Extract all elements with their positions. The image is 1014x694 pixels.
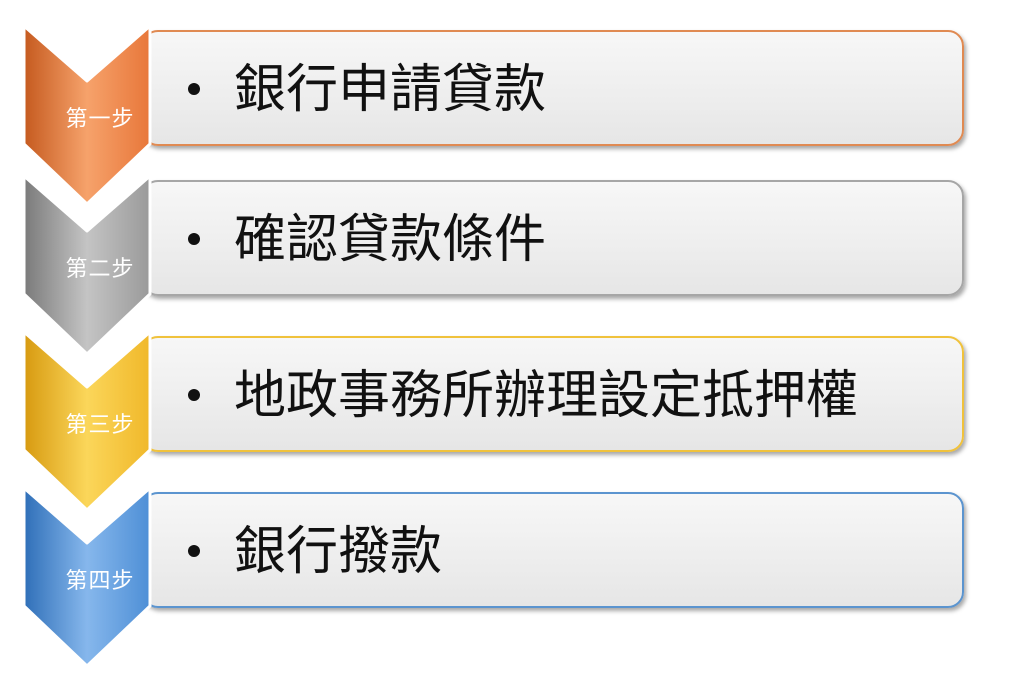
step-2-text: 確認貸款條件 <box>234 210 547 270</box>
step-4-text: 銀行撥款 <box>234 522 443 582</box>
step-2-box: 確認貸款條件 <box>142 180 964 296</box>
step-4-item: 銀行撥款 <box>188 522 442 582</box>
step-1-label: 第一步 <box>65 107 135 132</box>
step-4-chevron: 第四步 <box>22 486 152 668</box>
step-2: 確認貸款條件 第二步 <box>0 174 1014 356</box>
step-3-chevron: 第三步 <box>22 330 152 512</box>
step-1-text: 銀行申請貸款 <box>234 60 547 120</box>
bullet-icon <box>188 545 200 557</box>
bullet-icon <box>188 233 200 245</box>
step-3-item: 地政事務所辦理設定抵押權 <box>188 366 858 426</box>
step-4: 銀行撥款 第四步 <box>0 486 1014 668</box>
step-4-label: 第四步 <box>65 569 135 594</box>
step-3: 地政事務所辦理設定抵押權 第三步 <box>0 330 1014 512</box>
step-1-chevron: 第一步 <box>22 24 152 206</box>
step-1: 銀行申請貸款 第一步 <box>0 24 1014 206</box>
step-1-item: 銀行申請貸款 <box>188 60 546 120</box>
step-1-box: 銀行申請貸款 <box>142 30 964 146</box>
bullet-icon <box>188 389 200 401</box>
step-3-label: 第三步 <box>65 413 135 438</box>
bullet-icon <box>188 83 200 95</box>
step-4-box: 銀行撥款 <box>142 492 964 608</box>
step-3-text: 地政事務所辦理設定抵押權 <box>234 366 859 426</box>
step-3-box: 地政事務所辦理設定抵押權 <box>142 336 964 452</box>
step-2-label: 第二步 <box>65 257 135 282</box>
step-2-item: 確認貸款條件 <box>188 210 546 270</box>
step-2-chevron: 第二步 <box>22 174 152 356</box>
